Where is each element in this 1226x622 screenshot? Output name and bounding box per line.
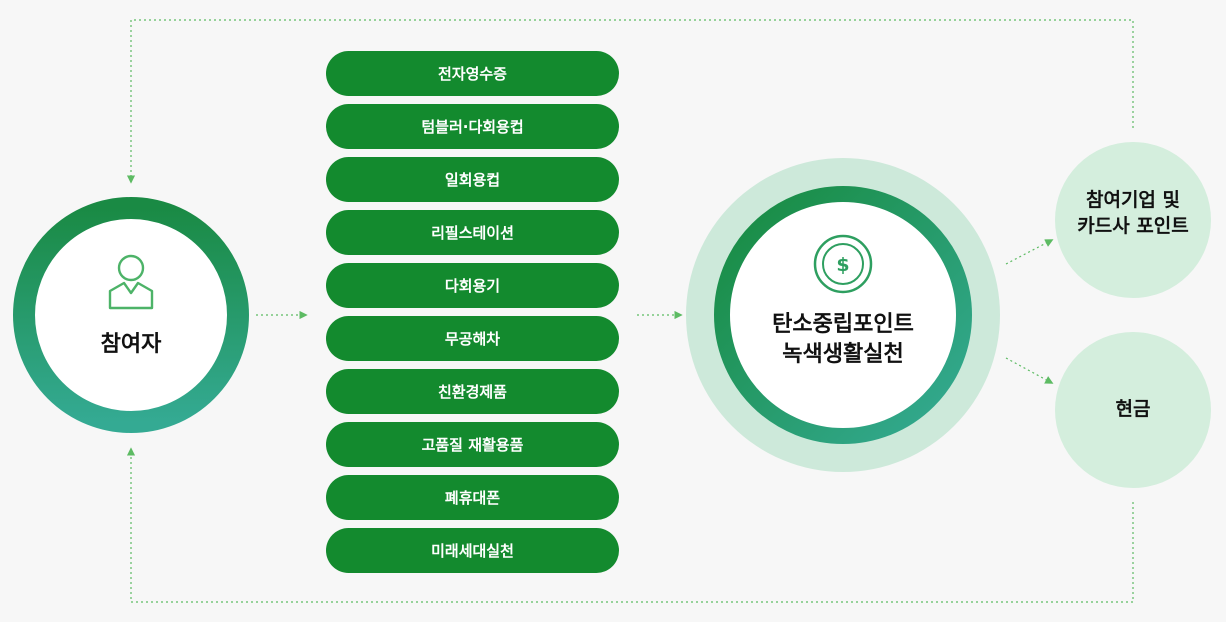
activity-pill[interactable]: 고품질 재활용품 [326,422,619,467]
activity-pill[interactable]: 미래세대실천 [326,528,619,573]
loop-top-line [126,19,1134,184]
cash-label: 현금 [1058,397,1208,423]
reward-circle-card-points [1055,142,1211,298]
activity-pill[interactable]: 텀블러·다회용컵 [326,104,619,149]
activity-pill[interactable]: 전자영수증 [326,51,619,96]
card-points-label-line-1: 참여기업 및 [1085,189,1180,211]
card-points-label: 참여기업 및 카드사 포인트 [1058,188,1208,239]
participant-label: 참여자 [100,332,162,357]
activity-pill[interactable]: 일회용컵 [326,157,619,202]
activity-pill[interactable]: 폐휴대폰 [326,475,619,520]
activity-pill[interactable]: 리필스테이션 [326,210,619,255]
dollar-coin-icon: $ [813,234,873,294]
person-icon [108,254,154,310]
reward-circle-cash [1055,332,1211,488]
center-label-line-2: 녹색생활실천 [782,341,904,367]
loop-connector [126,19,1134,603]
arrow-center-to-card-points [1005,239,1054,265]
center-label-line-1: 탄소중립포인트 [772,312,914,337]
card-points-label-line-2: 카드사 포인트 [1077,214,1189,237]
loop-bottom-line [126,447,1134,603]
svg-text:$: $ [836,254,849,276]
activity-pill[interactable]: 친환경제품 [326,369,619,414]
activity-pill[interactable]: 무공해차 [326,316,619,361]
arrow-center-to-cash [1005,357,1054,384]
center-label: 탄소중립포인트 녹색생활실천 [743,310,943,369]
participant-circle [13,197,249,433]
activity-pill[interactable]: 다회용기 [326,263,619,308]
center-circle: $ [686,158,1000,472]
cash-label-line-1: 현금 [1115,398,1151,420]
